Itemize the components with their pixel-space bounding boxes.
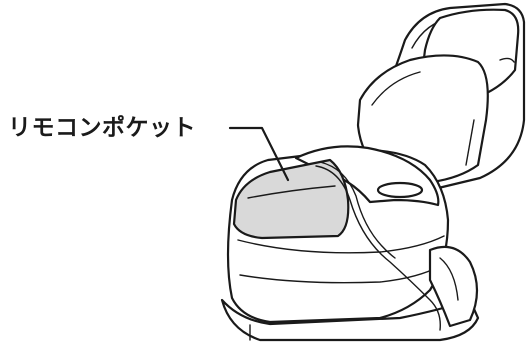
remote-pocket-label: リモコンポケット	[8, 108, 196, 142]
